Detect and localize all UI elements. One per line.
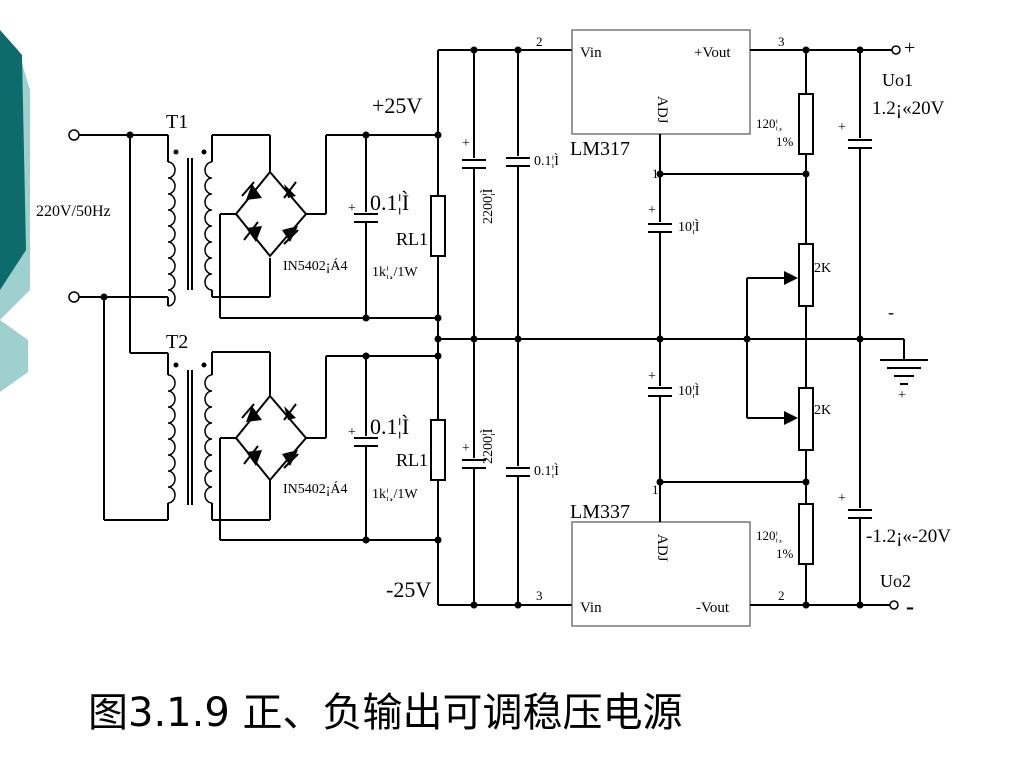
filter-bottom bbox=[354, 352, 446, 544]
ground-minus-sign: - bbox=[888, 302, 894, 322]
c01-small-label-top: 0.1¦Ì bbox=[534, 152, 559, 169]
uo2-range: -1.2¡«-20V bbox=[866, 526, 951, 547]
cout-top-plus: + bbox=[838, 120, 846, 135]
lm317-pin3: 3 bbox=[778, 34, 785, 49]
side-decoration-dark bbox=[0, 30, 26, 290]
c01-small-label-bottom: 0.1¦Ì bbox=[534, 462, 559, 479]
lm337-pin1: 1 bbox=[652, 482, 659, 497]
uo1-label: Uo1 bbox=[882, 70, 913, 90]
lm317-vout-label: +Vout bbox=[694, 45, 731, 61]
lm337-vin-label: Vin bbox=[580, 600, 602, 616]
c2200-top-plus: + bbox=[462, 136, 470, 151]
plus-output-sign: + bbox=[904, 37, 915, 59]
lm337-pin3: 3 bbox=[536, 588, 543, 603]
lm317-vin-label: Vin bbox=[580, 45, 602, 61]
uo2-label: Uo2 bbox=[880, 571, 911, 591]
lm337-regulator bbox=[571, 521, 751, 627]
lm317-regulator bbox=[571, 29, 751, 135]
c01-top-plus: + bbox=[348, 201, 356, 216]
side-decoration-lower bbox=[0, 320, 28, 392]
ground-symbol bbox=[880, 339, 928, 385]
pot-label-top: 2K bbox=[814, 261, 831, 276]
c01-label-top: 0.1¦Ì bbox=[370, 190, 409, 215]
transformer-t1 bbox=[167, 135, 213, 307]
input-voltage-label: 220V/50Hz bbox=[36, 203, 111, 220]
lm337-adj-label: ADJ bbox=[654, 534, 670, 562]
minus-output-sign: - bbox=[906, 594, 914, 620]
transformer-t2 bbox=[167, 352, 213, 520]
pot-label-bottom: 2K bbox=[814, 403, 831, 418]
rl-label-bottom: RL1 bbox=[396, 450, 428, 470]
c10-top-plus: + bbox=[648, 203, 656, 218]
diode-label-bottom: IN5402¡Á4 bbox=[283, 480, 348, 497]
t1-label: T1 bbox=[166, 111, 188, 133]
c10-bottom-plus: + bbox=[648, 369, 656, 384]
bridge-rectifier-bottom bbox=[212, 351, 438, 541]
lm337-pin2: 2 bbox=[778, 588, 785, 603]
c01-bottom-plus: + bbox=[348, 425, 356, 440]
rl-value-bottom: 1k¦¸/1W bbox=[372, 487, 418, 502]
c10-label-top: 10¦Ì bbox=[678, 218, 700, 235]
t2-label: T2 bbox=[166, 331, 188, 353]
lm337-vout-label: -Vout bbox=[696, 600, 730, 616]
r120-tol-bottom: 1% bbox=[776, 546, 794, 561]
output-network-bottom bbox=[648, 339, 899, 610]
output-network-top bbox=[648, 45, 901, 339]
lm337-label: LM337 bbox=[570, 501, 630, 523]
c10-label-bottom: 10¦Ì bbox=[678, 382, 700, 399]
bulk-caps bbox=[462, 50, 530, 605]
rl-value-top: 1k¦¸/1W bbox=[372, 265, 418, 280]
r120-label-bottom: 120¦¸ bbox=[756, 528, 782, 543]
lm317-label: LM317 bbox=[570, 138, 630, 160]
pos25-label: +25V bbox=[372, 93, 422, 118]
cout-bottom-plus: + bbox=[838, 491, 846, 506]
filter-top bbox=[354, 131, 446, 322]
neg25-label: -25V bbox=[386, 577, 431, 602]
diode-label-top: IN5402¡Á4 bbox=[283, 257, 348, 274]
ground-plus-sign: + bbox=[898, 388, 906, 403]
c2200-label-bottom: 2200¦Ì bbox=[479, 428, 496, 464]
input-terminals bbox=[68, 129, 168, 521]
bridge-rectifier-top bbox=[212, 134, 438, 319]
r120-tol-top: 1% bbox=[776, 134, 794, 149]
uo1-range: 1.2¡«20V bbox=[872, 98, 945, 119]
c01-label-bottom: 0.1¦Ì bbox=[370, 414, 409, 439]
c2200-label-top: 2200¦Ì bbox=[479, 188, 496, 224]
c2200-bottom-plus: + bbox=[462, 441, 470, 456]
r120-label-top: 120¦¸ bbox=[756, 116, 782, 131]
figure-caption: 图3.1.9 正、负输出可调稳压电源 bbox=[88, 690, 683, 736]
lm317-pin1: 1 bbox=[652, 166, 659, 181]
lm317-adj-label: ADJ bbox=[654, 96, 670, 124]
rails bbox=[434, 46, 904, 609]
lm317-pin2: 2 bbox=[536, 34, 543, 49]
rl-label-top: RL1 bbox=[396, 229, 428, 249]
